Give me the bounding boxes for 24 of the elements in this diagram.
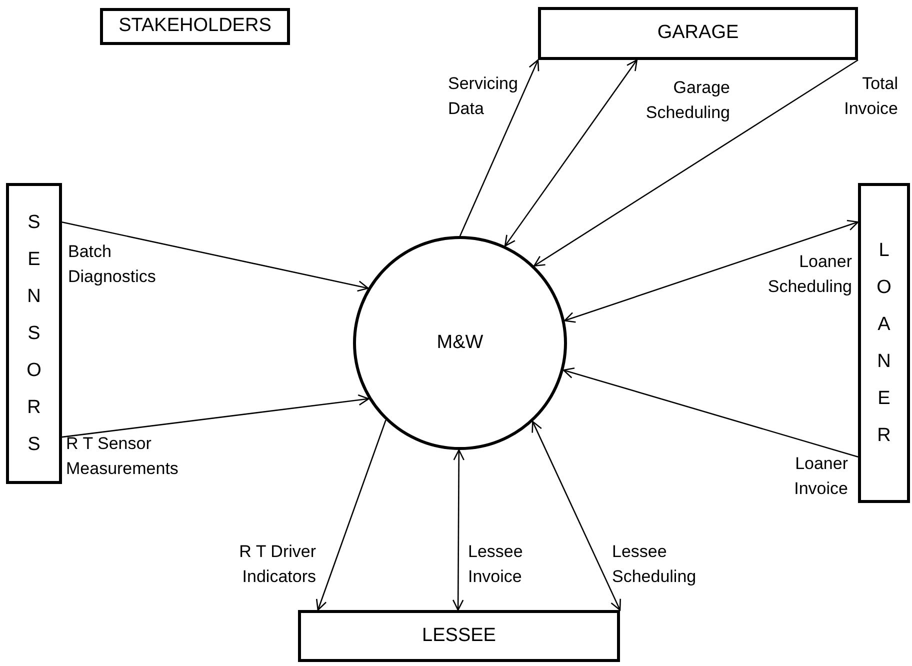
arrow (504, 59, 638, 247)
entity-box: GARAGE (538, 7, 858, 60)
arrow (562, 368, 858, 458)
edge-label: R T Driver Indicators (238, 541, 316, 588)
arrow (62, 222, 369, 292)
entity-box: LOANER (858, 183, 910, 503)
edge-label: Batch Diagnostics (68, 241, 157, 288)
arrow (459, 59, 540, 236)
edge-label: Garage Scheduling (644, 77, 730, 124)
edge-label: Loaner Scheduling (766, 251, 852, 298)
arrow (534, 59, 858, 267)
entity-box: STAKEHOLDERS (100, 8, 290, 45)
arrow (452, 449, 465, 611)
edge-label: R T Sensor Measurements (66, 433, 180, 480)
entity-box: LESSEE (298, 610, 620, 662)
arrow (62, 394, 370, 438)
edge-label: Servicing Data (448, 73, 519, 120)
edge-label: Loaner Invoice (793, 453, 848, 500)
entity-box: SENSORS (6, 183, 62, 484)
arrow (316, 420, 386, 611)
edge-label: Lessee Scheduling (612, 541, 698, 588)
arrow (532, 420, 621, 611)
edge-label: Lessee Invoice (468, 541, 524, 588)
edge-label: Total Invoice (843, 73, 898, 120)
